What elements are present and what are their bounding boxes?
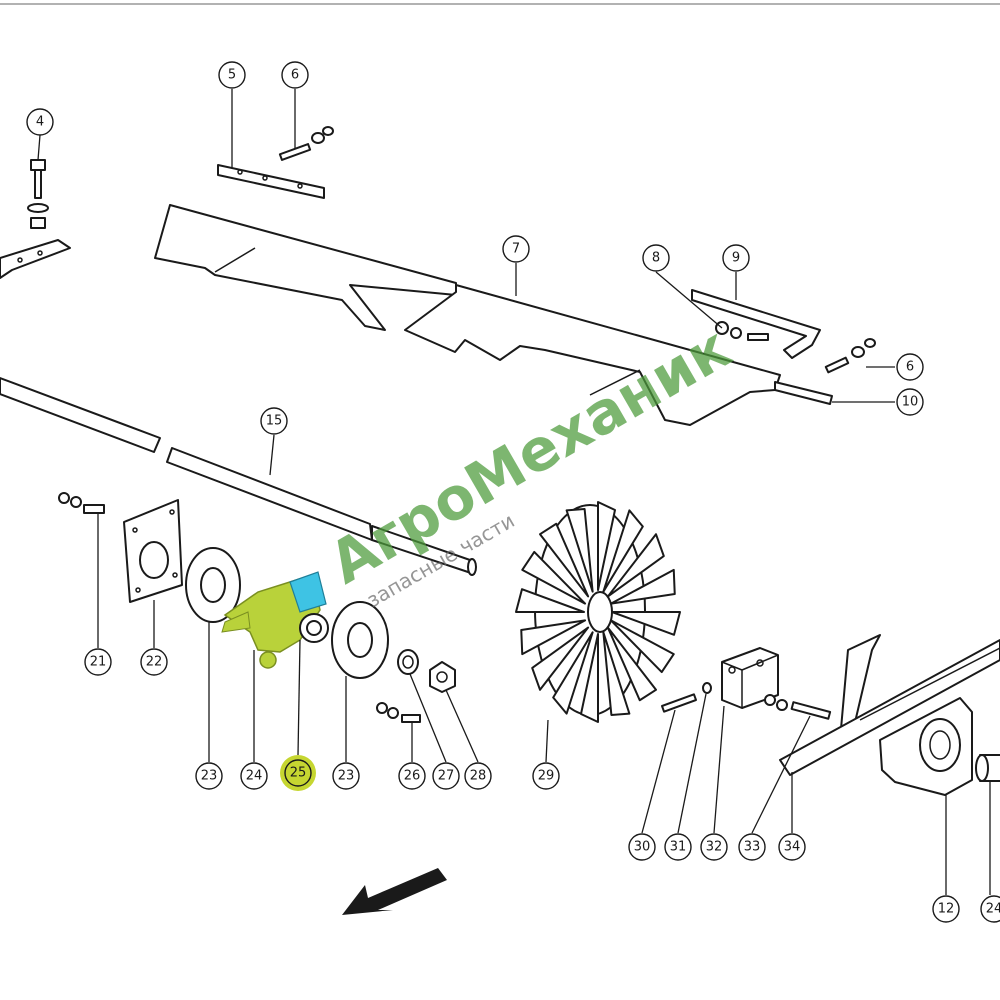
part-23-flange-left — [185, 547, 241, 623]
part-30-bolt — [660, 693, 698, 713]
callout-28-label: 28 — [470, 769, 487, 784]
fan-blade — [602, 509, 644, 593]
part-10-strip — [774, 381, 833, 405]
callout-30[interactable]: 30 — [628, 833, 656, 861]
direction-arrow-icon — [342, 868, 447, 915]
callout-24-right[interactable]: 24 — [980, 895, 1000, 923]
callout-34[interactable]: 34 — [778, 833, 806, 861]
part-15-shaft — [0, 377, 477, 576]
fan-blade — [606, 533, 665, 598]
callout-12[interactable]: 12 — [932, 895, 960, 923]
callout-7[interactable]: 7 — [502, 235, 530, 263]
callout-8[interactable]: 8 — [642, 244, 670, 272]
callout-6-right-label: 6 — [906, 360, 914, 375]
leader-lines — [37, 89, 991, 895]
callout-22-label: 22 — [146, 655, 163, 670]
fan-blade — [602, 631, 631, 716]
callout-27-label: 27 — [438, 769, 455, 784]
callout-4[interactable]: 4 — [26, 108, 54, 136]
fan-blade — [597, 501, 617, 591]
callout-23-left-label: 23 — [201, 769, 218, 784]
callout-5-label: 5 — [228, 68, 236, 83]
callout-30-label: 30 — [634, 840, 651, 855]
part-7-cover — [154, 204, 781, 426]
callout-23-left[interactable]: 23 — [195, 762, 223, 790]
callout-33[interactable]: 33 — [738, 833, 766, 861]
fan-blade — [552, 631, 594, 715]
callout-24-left[interactable]: 24 — [240, 762, 268, 790]
callout-27[interactable]: 27 — [432, 762, 460, 790]
part-33-bolt — [764, 694, 832, 720]
part-32-block — [721, 647, 779, 709]
part-12-housing — [879, 697, 973, 796]
callout-9-label: 9 — [732, 251, 740, 266]
callout-15-label: 15 — [266, 414, 283, 429]
part-25-bearing — [299, 613, 329, 643]
callout-23-right[interactable]: 23 — [332, 762, 360, 790]
callout-28[interactable]: 28 — [464, 762, 492, 790]
fan-blade — [565, 508, 594, 593]
part-6-bolt-top — [278, 126, 334, 161]
fan-blade — [539, 522, 590, 598]
part-8-nut — [715, 321, 769, 341]
part-9-bracket — [691, 289, 821, 359]
callout-25-label: 25 — [290, 766, 307, 781]
callout-34-label: 34 — [784, 840, 801, 855]
part-29-fan — [515, 501, 681, 723]
callout-6-top[interactable]: 6 — [281, 61, 309, 89]
callout-22[interactable]: 22 — [140, 648, 168, 676]
part-24-bushing — [975, 754, 1000, 782]
part-26-bolt — [376, 702, 421, 723]
fan-blade — [611, 611, 681, 636]
callout-4-label: 4 — [36, 115, 44, 130]
fan-blade — [609, 568, 676, 605]
callout-25[interactable]: 25 — [284, 759, 312, 787]
callout-6-top-label: 6 — [291, 68, 299, 83]
part-31-washer — [702, 682, 712, 694]
callout-10[interactable]: 10 — [896, 388, 924, 416]
callout-24-right-label: 24 — [986, 902, 1000, 917]
callout-15[interactable]: 15 — [260, 407, 288, 435]
fan-blade — [515, 588, 585, 613]
callout-21-label: 21 — [90, 655, 107, 670]
part-4-bolt-assembly — [0, 159, 71, 279]
watermark-title: АгроМеханик — [318, 313, 742, 597]
callout-31[interactable]: 31 — [664, 833, 692, 861]
callout-33-label: 33 — [744, 840, 761, 855]
callout-29-label: 29 — [538, 769, 555, 784]
callout-32[interactable]: 32 — [700, 833, 728, 861]
part-34-bar — [779, 634, 1000, 776]
callout-7-label: 7 — [512, 242, 520, 257]
fan-blade — [531, 626, 590, 691]
combine-harvester-icon — [221, 571, 327, 669]
callout-12-label: 12 — [938, 902, 955, 917]
callout-29[interactable]: 29 — [532, 762, 560, 790]
fan-blade — [609, 619, 675, 674]
callout-26-label: 26 — [404, 769, 421, 784]
callout-21[interactable]: 21 — [84, 648, 112, 676]
fan-blade — [521, 550, 587, 605]
fan-blade — [606, 626, 657, 702]
part-27-washer — [397, 649, 419, 675]
callout-26[interactable]: 26 — [398, 762, 426, 790]
part-23-flange-right — [331, 601, 389, 679]
part-5-strip — [217, 164, 325, 199]
callout-32-label: 32 — [706, 840, 723, 855]
callout-5[interactable]: 5 — [218, 61, 246, 89]
part-22-plate — [123, 499, 183, 603]
part-6-bolt-right — [824, 338, 876, 374]
fan-blade — [579, 633, 599, 723]
part-28-nut — [429, 661, 456, 693]
callout-9[interactable]: 9 — [722, 244, 750, 272]
callout-10-label: 10 — [902, 395, 919, 410]
part-21-bolt — [58, 492, 105, 514]
fan-blade — [520, 619, 587, 656]
callout-23-right-label: 23 — [338, 769, 355, 784]
callout-24-left-label: 24 — [246, 769, 263, 784]
callout-8-label: 8 — [652, 251, 660, 266]
callout-31-label: 31 — [670, 840, 687, 855]
callout-6-right[interactable]: 6 — [896, 353, 924, 381]
